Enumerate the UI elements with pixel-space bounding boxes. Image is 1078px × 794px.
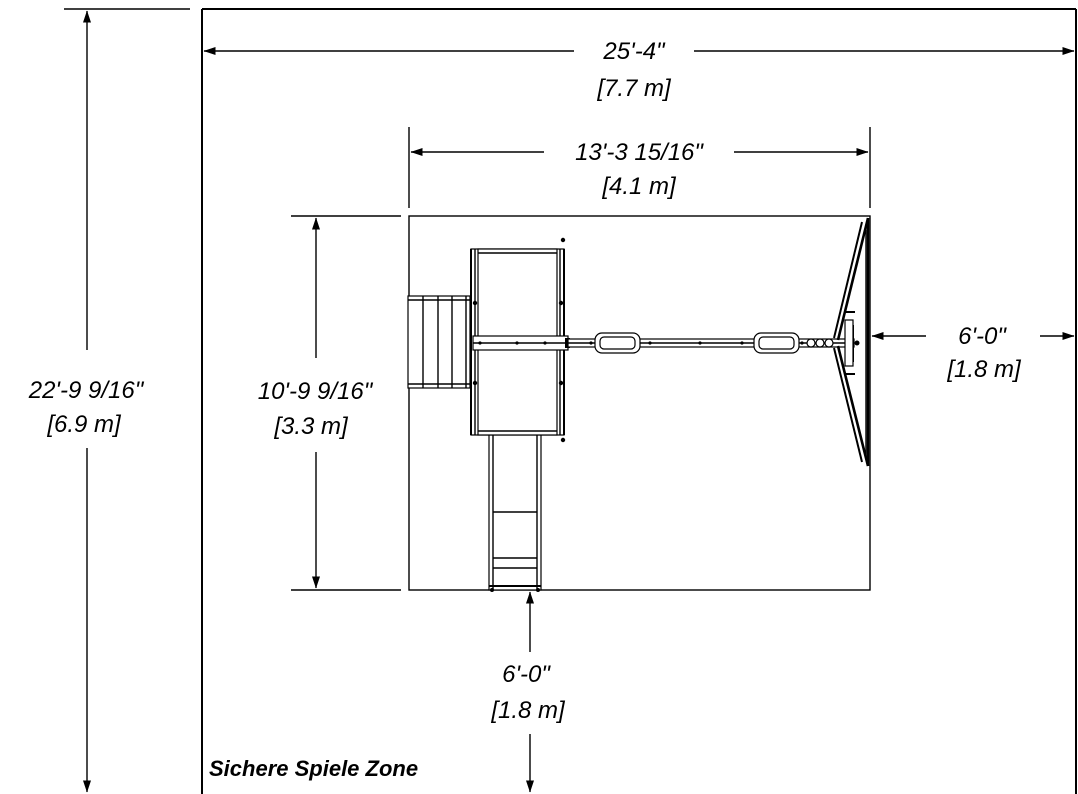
zone-height-imperial: 22'-9 9/16" [28,377,145,404]
set-height-imperial: 10'-9 9/16" [258,378,374,405]
set-width-imperial: 13'-3 15/16" [575,139,704,166]
bottom-clearance-dimension: 6'-0" [1.8 m] [490,591,566,793]
zone-height-metric: [6.9 m] [46,411,122,438]
playset-top-view [407,217,870,592]
right-clearance-imperial: 6'-0" [958,323,1007,350]
zone-height-dimension: 22'-9 9/16" [6.9 m] [28,10,145,793]
right-clearance-dimension: 6'-0" [1.8 m] [871,323,1075,383]
zone-label: Sichere Spiele Zone [209,756,418,781]
safe-zone-boundary [201,8,1077,794]
right-clearance-metric: [1.8 m] [946,356,1022,383]
set-height-metric: [3.3 m] [273,413,349,440]
playset-footprint [408,215,871,591]
swing-hangers-right [806,338,834,348]
zone-width-metric: [7.7 m] [596,75,672,102]
zone-width-imperial: 25'-4" [602,38,666,65]
ladder-illustration [407,295,471,389]
set-height-dimension: 10'-9 9/16" [3.3 m] [258,217,374,589]
set-width-dimension: 13'-3 15/16" [4.1 m] [410,139,869,200]
slide-illustration [488,433,542,592]
zone-width-dimension: 25'-4" [7.7 m] [203,38,1075,102]
tower-roof-illustration [470,237,570,443]
extension-lines [64,8,871,591]
swing-seat-left [594,332,641,354]
bottom-clearance-metric: [1.8 m] [490,697,566,724]
swing-beam-illustration [567,332,855,354]
bottom-clearance-imperial: 6'-0" [502,661,551,688]
swing-seat-right [753,332,800,354]
set-width-metric: [4.1 m] [601,173,677,200]
a-frame-illustration [833,217,870,467]
